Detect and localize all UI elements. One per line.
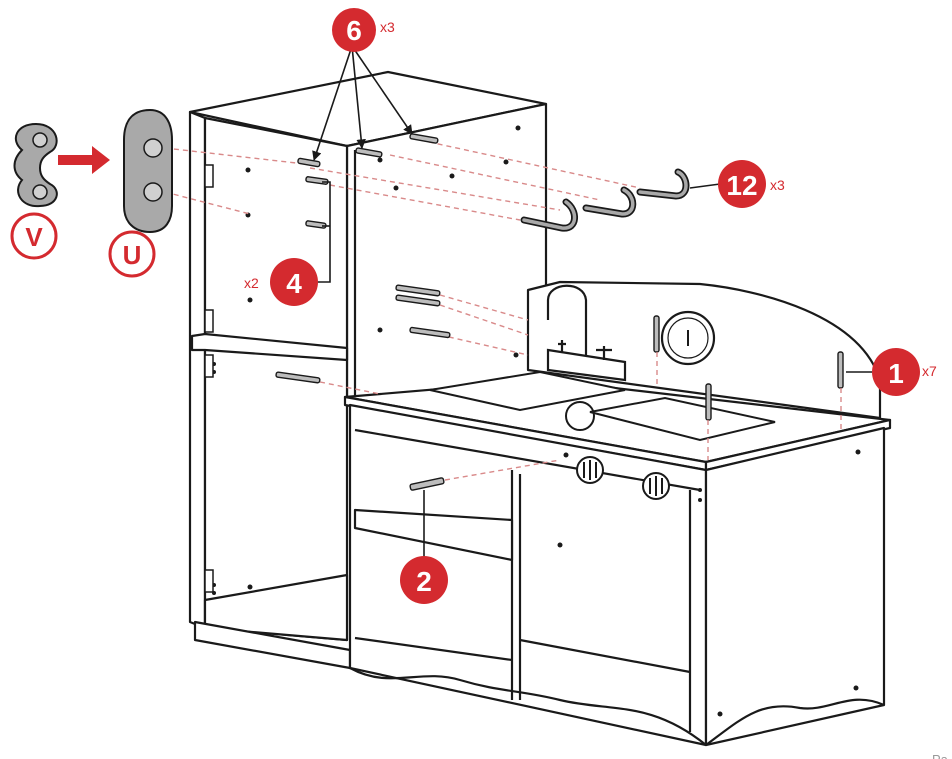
hooks-12-inner	[522, 170, 688, 230]
label-u: U	[108, 230, 156, 278]
callout-1-label: 1	[888, 358, 904, 389]
assembly-guides	[164, 139, 641, 481]
callout-12-qty: x3	[770, 177, 785, 193]
part-u	[123, 108, 173, 234]
callout-6: 6 x3	[332, 8, 395, 52]
callout-12: 12 x3	[718, 160, 785, 208]
callout-6-label: 6	[346, 15, 362, 46]
screw-guides-vertical	[656, 352, 842, 460]
callout-1: 1 x7	[872, 348, 937, 396]
v-to-u-arrow	[58, 146, 110, 174]
clock-icon	[660, 310, 716, 366]
counter-holes	[557, 449, 861, 717]
callout-2-label: 2	[416, 566, 432, 597]
page-label: Pa	[932, 752, 949, 759]
sink-basins	[429, 370, 776, 442]
callout-12-label: 12	[726, 170, 757, 201]
screws-long-backsplash	[275, 284, 451, 384]
screws-6	[297, 133, 439, 168]
screw-2	[409, 477, 445, 491]
counter-cabinet	[343, 280, 892, 747]
scalloped-base	[349, 667, 885, 746]
faucet	[546, 284, 627, 382]
hinges	[204, 164, 214, 593]
label-v: V	[10, 212, 58, 260]
part-v	[13, 122, 58, 208]
callout-4: 4 x2	[244, 258, 318, 306]
stove-knobs	[576, 456, 670, 500]
label-u-text: U	[123, 240, 142, 270]
callout-4-label: 4	[286, 268, 302, 299]
callout-4-qty: x2	[244, 275, 259, 291]
callout-6-qty: x3	[380, 19, 395, 35]
tall-cabinet	[188, 70, 548, 670]
callout-2: 2	[400, 556, 448, 604]
cabinet-holes	[212, 125, 521, 595]
label-v-text: V	[25, 222, 43, 252]
callout-1-qty: x7	[922, 363, 937, 379]
